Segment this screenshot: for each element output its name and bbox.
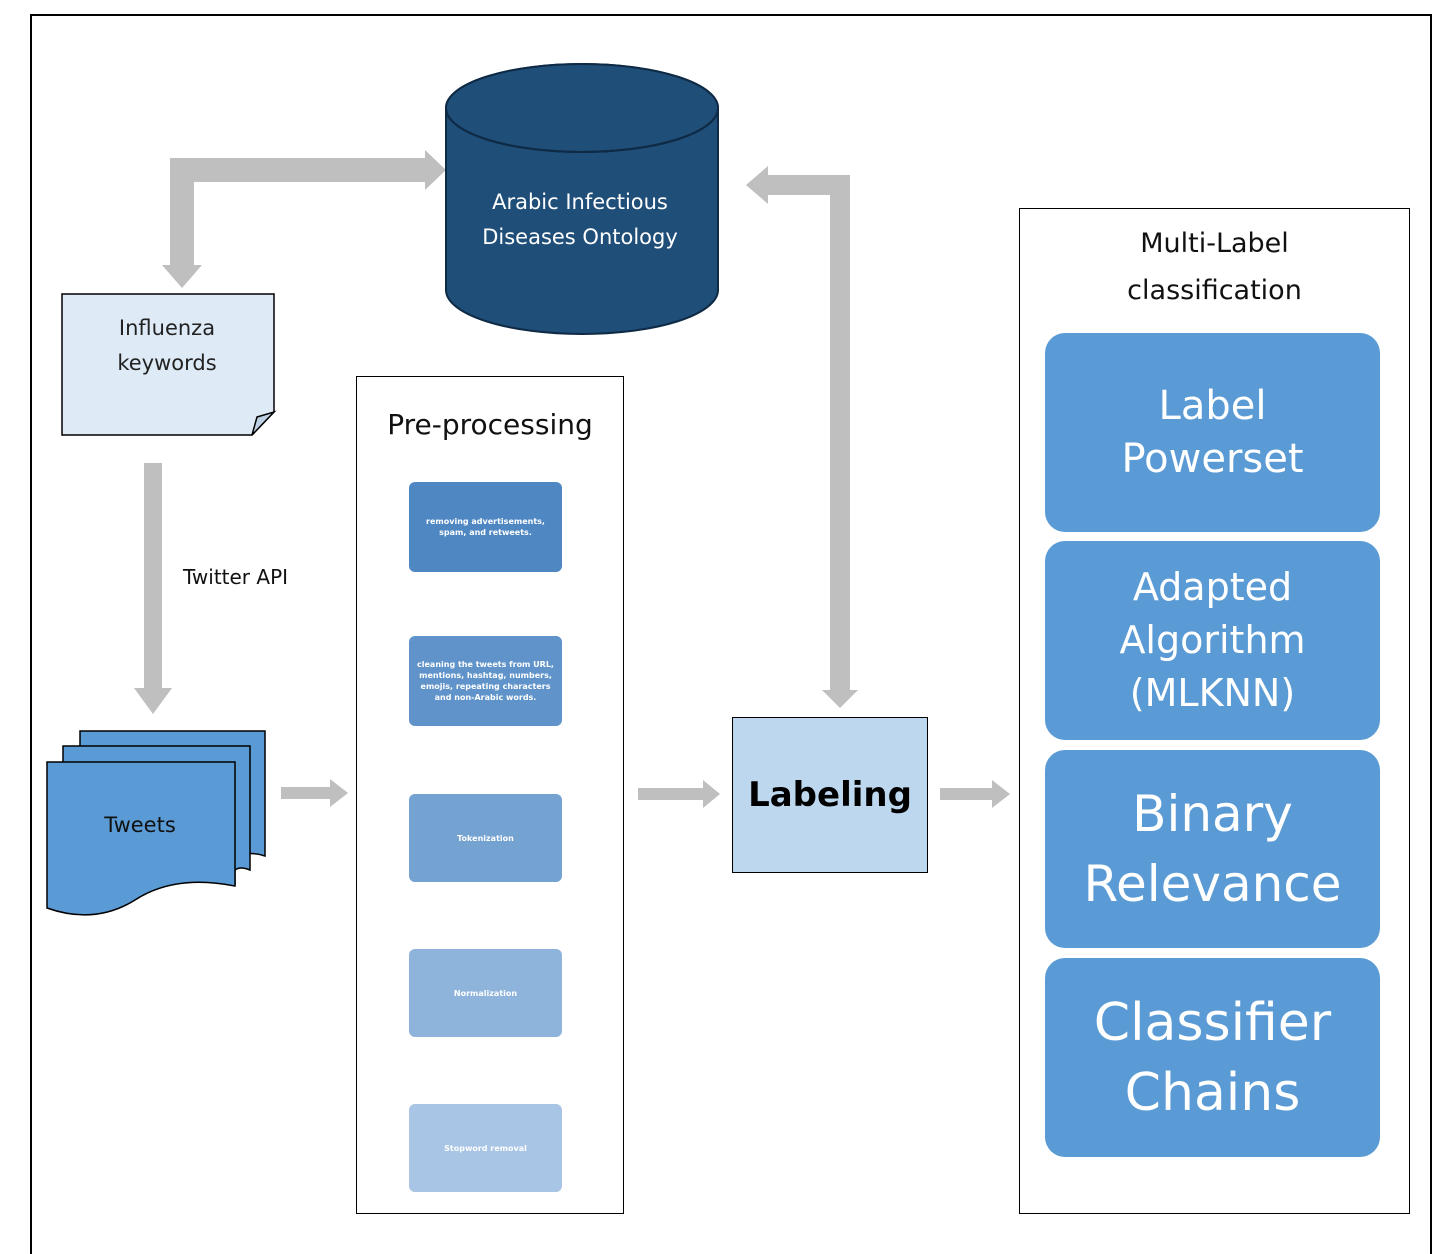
tweets-documents-icon xyxy=(46,730,266,916)
method-label: Adapted Algorithm (MLKNN) xyxy=(1119,565,1306,715)
method-label: Label Powerset xyxy=(1121,382,1304,482)
preprocessing-step-tokenization: Tokenization xyxy=(409,794,562,882)
ontology-to-keywords-arrow xyxy=(162,150,446,288)
keywords-label: Influenza keywords xyxy=(62,306,272,386)
step-text: removing advertisements, spam, and retwe… xyxy=(426,517,545,537)
labeling-to-classification-arrow xyxy=(940,780,1010,808)
preprocessing-step-stopword-removal: Stopword removal xyxy=(409,1104,562,1192)
classification-title: Multi-Label classification xyxy=(1019,220,1410,314)
tweets-label: Tweets xyxy=(104,813,176,837)
ontology-label: Arabic Infectious Diseases Ontology xyxy=(450,180,710,260)
step-text: cleaning the tweets from URL, mentions, … xyxy=(417,660,554,702)
preprocessing-to-labeling-arrow xyxy=(638,780,720,808)
preprocessing-step-normalization: Normalization xyxy=(409,949,562,1037)
method-adapted-algorithm: Adapted Algorithm (MLKNN) xyxy=(1045,541,1380,740)
keywords-note-icon xyxy=(61,293,277,436)
preprocessing-step-cleaning-spam: removing advertisements, spam, and retwe… xyxy=(409,482,562,572)
ontology-cylinder-icon xyxy=(445,63,719,335)
ontology-label-text: Arabic Infectious Diseases Ontology xyxy=(482,190,678,249)
twitter-api-arrow xyxy=(134,463,172,714)
twitter-api-label: Twitter API xyxy=(183,565,289,589)
classification-title-text: Multi-Label classification xyxy=(1127,228,1302,306)
method-label: Classifier Chains xyxy=(1093,992,1332,1123)
step-text: Normalization xyxy=(453,988,518,998)
labeling-box: Labeling xyxy=(732,717,928,873)
step-text: Stopword removal xyxy=(444,1143,527,1153)
method-classifier-chains: Classifier Chains xyxy=(1045,958,1380,1157)
tweets-to-preprocessing-arrow xyxy=(281,779,348,807)
preprocessing-title: Pre-processing xyxy=(387,408,593,441)
keywords-label-text: Influenza keywords xyxy=(117,316,217,375)
labeling-to-ontology-arrow xyxy=(746,166,858,708)
step-text: Tokenization xyxy=(457,833,514,843)
method-binary-relevance: Binary Relevance xyxy=(1045,750,1380,948)
diagram-frame xyxy=(30,14,1432,1254)
method-label-powerset: Label Powerset xyxy=(1045,333,1380,532)
preprocessing-step-cleaning-text: cleaning the tweets from URL, mentions, … xyxy=(409,636,562,726)
method-label: Binary Relevance xyxy=(1083,785,1342,913)
labeling-label: Labeling xyxy=(748,775,912,815)
